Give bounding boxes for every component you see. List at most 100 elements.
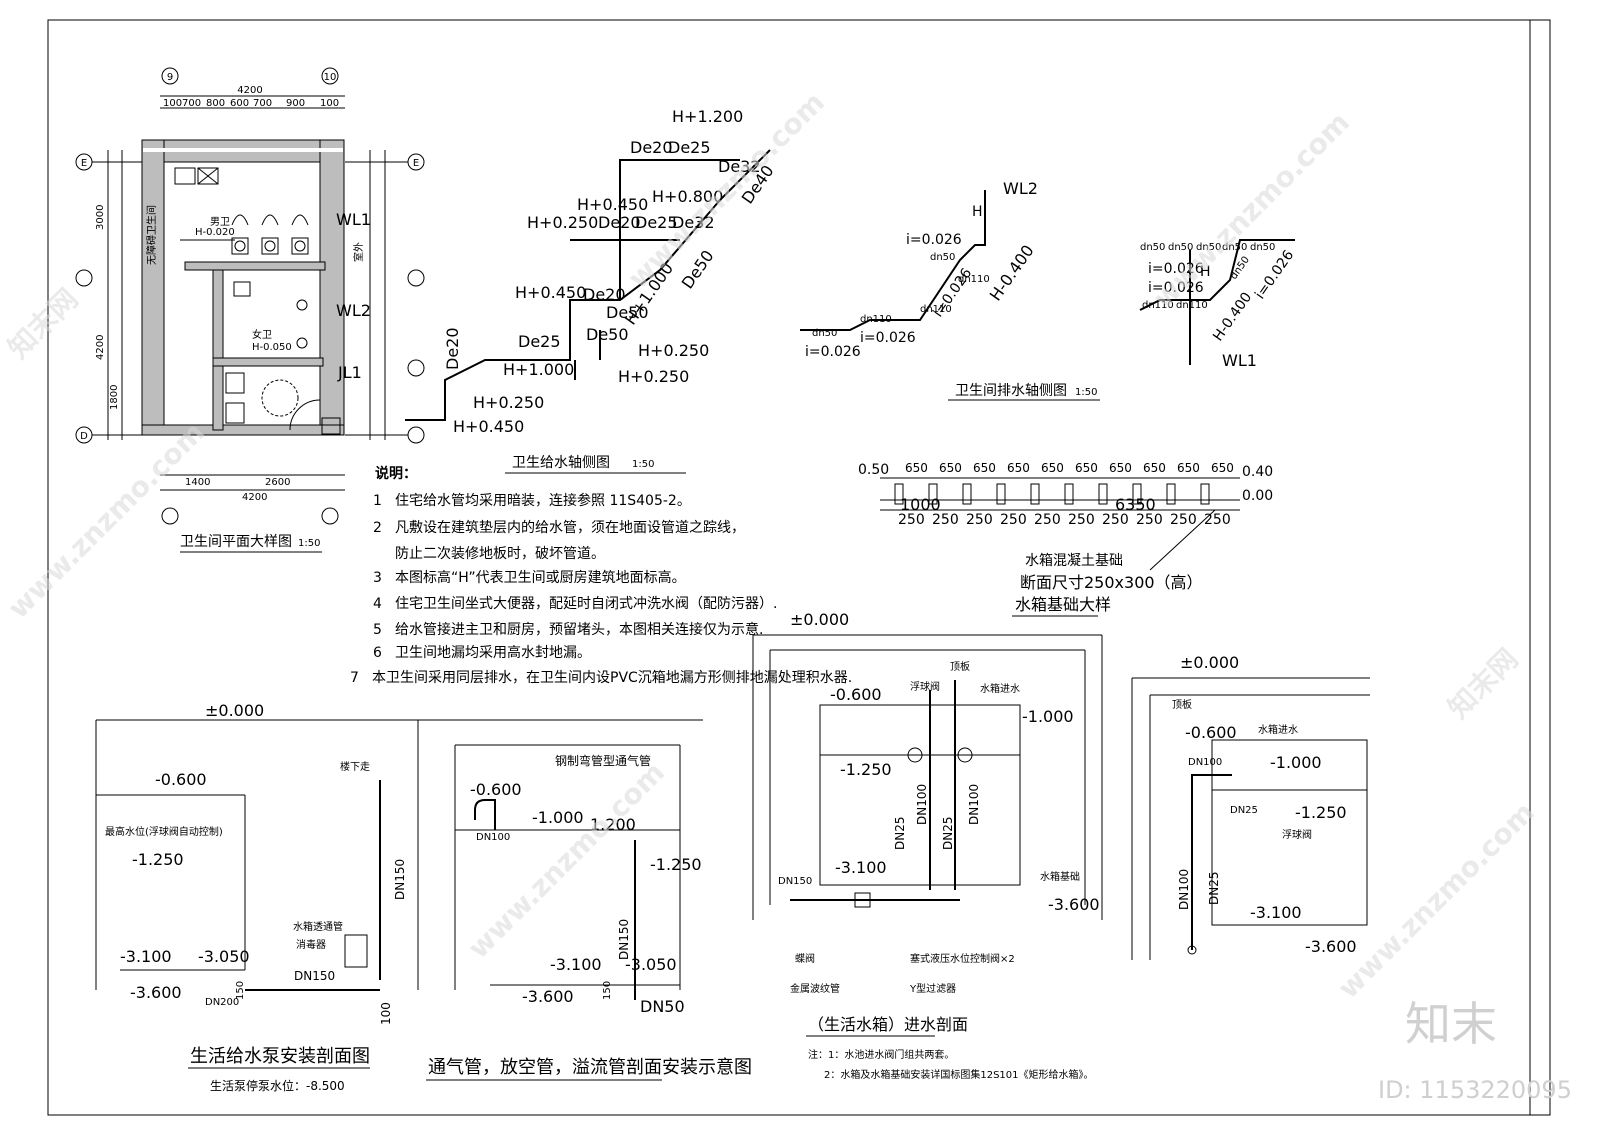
da-right-13: WL1 <box>1222 351 1257 370</box>
total-dim-bottom: 4200 <box>242 492 267 503</box>
is-label-11: DN150 <box>778 876 812 887</box>
fd-inner-1: 6350 <box>1115 495 1156 514</box>
grid-top-10: 10 <box>324 72 337 83</box>
room-label-accessible: 无障碍卫生间 <box>145 205 158 265</box>
water-axon-scale: 1:50 <box>632 459 654 470</box>
note-num-7: 7 <box>350 670 359 686</box>
ps-label-3: -1.250 <box>132 850 184 869</box>
room-label-women: 女卫 <box>252 328 272 341</box>
fd-top-6: 650 <box>1109 461 1132 475</box>
wa-label-23: H+0.450 <box>453 417 524 436</box>
vs-label-7: -3.100 <box>550 955 602 974</box>
rs-label-10: DN25 <box>1207 872 1221 906</box>
note-num-6: 6 <box>373 645 382 661</box>
is-label-1: -0.600 <box>830 685 882 704</box>
fd-bottom-3: 250 <box>1000 512 1027 528</box>
is-note-0: 注：1：水池进水阀门组共两套。 <box>808 1048 954 1061</box>
note-text-6: 卫生间地漏均采用高水封地漏。 <box>395 644 591 661</box>
dim-top-4: 700 <box>253 98 272 109</box>
wa-label-21: H+0.250 <box>618 367 689 386</box>
watermark-logo: 知末 <box>1405 997 1497 1051</box>
wa-label-17: De25 <box>518 332 561 351</box>
fd-top-0: 650 <box>905 461 928 475</box>
fd-top-7: 650 <box>1143 461 1166 475</box>
plan-title: 卫生间平面大样图 <box>180 534 292 550</box>
ps-label-0: ±0.000 <box>205 701 264 720</box>
wa-label-3: De32 <box>718 157 761 176</box>
da-right-2: dn50 <box>1196 242 1221 253</box>
da-left-9: i=0.026 <box>805 344 861 360</box>
da-right-1: dn50 <box>1168 242 1193 253</box>
da-left-6: dn110 <box>860 314 892 325</box>
wa-label-1: De20 <box>630 138 673 157</box>
da-right-8: dn110 <box>1176 300 1208 311</box>
dim-bottom-1: 2600 <box>265 477 290 488</box>
is-label-13: 水箱基础 <box>1040 870 1080 883</box>
ps-label-11: 消毒器 <box>296 938 326 951</box>
wa-label-2: De25 <box>668 138 711 157</box>
vs-label-6: DN150 <box>617 919 631 960</box>
dim-left-1: 4200 <box>95 335 106 360</box>
rs-label-11: -3.100 <box>1250 903 1302 922</box>
note-text-2: 凡敷设在建筑垫层内的给水管，须在地面设管道之踪线， <box>395 520 745 536</box>
wa-label-8: De20 <box>598 213 641 232</box>
fd-bottom-8: 250 <box>1170 512 1197 528</box>
dim-left-0: 3000 <box>95 205 106 230</box>
fd-right-dim-1: 0.00 <box>1242 488 1273 504</box>
fd-bottom-0: 250 <box>898 512 925 528</box>
rs-label-3: 水箱进水 <box>1258 723 1298 736</box>
wa-label-5: H+0.450 <box>577 195 648 214</box>
fd-bottom-7: 250 <box>1136 512 1163 528</box>
watermark-id: ID: 1153220095 <box>1378 1076 1572 1104</box>
sheet-border <box>47 19 1551 1116</box>
wa-label-18: De20 <box>443 327 462 370</box>
fd-top-5: 650 <box>1075 461 1098 475</box>
da-right-0: dn50 <box>1140 242 1165 253</box>
ps-label-6: -3.600 <box>130 983 182 1002</box>
room-label-outdoor: 室外 <box>352 242 365 262</box>
is-label-5: -1.000 <box>1022 707 1074 726</box>
note-text-5: 给水管接进主卫和厨房，预留堵头，本图相关连接仅为示意. <box>395 621 763 638</box>
wa-label-15: De50 <box>586 325 629 344</box>
dim-top-1: 700 <box>182 98 201 109</box>
note-text-1: 住宅给水管均采用暗装，连接参照 11S405-2。 <box>395 492 691 509</box>
pump-section: ±0.000 -0.600 最高水位(浮球阀自动控制) -1.250 -3.10… <box>95 701 419 1093</box>
fd-top-4: 650 <box>1041 461 1064 475</box>
grid-left-d: D <box>80 431 88 442</box>
note-text-4: 住宅卫生间坐式大便器，配延时自闭式冲洗水阀（配防污器）. <box>395 596 777 612</box>
fd-label-2: 断面尺寸250x300（高） <box>1020 573 1203 592</box>
fd-left-dim: 0.50 <box>858 462 889 478</box>
fd-bottom-5: 250 <box>1068 512 1095 528</box>
room-label-men: 男卫 <box>210 216 230 228</box>
da-left-0: WL2 <box>1003 179 1038 198</box>
fd-bottom-2: 250 <box>966 512 993 528</box>
vent-section: -0.600 钢制弯管型通气管 -1.000 1.200 DN100 -1.25… <box>418 719 752 1081</box>
vs-label-2: -1.000 <box>532 808 584 827</box>
is-label-10: DN100 <box>967 784 981 825</box>
da-left-4: dn110 <box>958 274 990 285</box>
ps-subtitle: 生活泵停泵水位：-8.500 <box>210 1078 345 1093</box>
wa-label-12: H+0.450 <box>515 283 586 302</box>
rs-label-1: 顶板 <box>1172 698 1192 711</box>
rs-label-9: DN100 <box>1177 869 1191 910</box>
tank-foundation-detail: 0.50 0.40 0.00 650 650 650 650 650 650 6… <box>858 461 1273 617</box>
total-dim-top: 4200 <box>237 85 262 96</box>
da-left-7: dn50 <box>812 328 837 339</box>
rs-label-7: -1.250 <box>1295 803 1347 822</box>
pipe-label-jl1: JL1 <box>337 363 362 382</box>
ps-title: 生活给水泵安装剖面图 <box>190 1046 370 1067</box>
notes-heading: 说明： <box>375 465 417 482</box>
dim-top-3: 600 <box>230 98 249 109</box>
rs-label-4: DN100 <box>1188 757 1222 768</box>
da-right-3: dn50 <box>1222 242 1247 253</box>
ps-label-14: 100 <box>379 1002 393 1025</box>
is-label-18: 塞式液压水位控制阀×2 <box>910 952 1015 965</box>
is-label-17: Y型过滤器 <box>909 982 956 995</box>
ps-label-5: -3.050 <box>198 947 250 966</box>
room-label-elev1: H-0.020 <box>195 227 235 238</box>
wa-label-19: H+1.000 <box>503 360 574 379</box>
dim-top-5: 900 <box>286 98 305 109</box>
vs-label-3: 1.200 <box>590 815 636 834</box>
vs-label-11: 150 <box>602 981 613 1000</box>
ps-label-2: 最高水位(浮球阀自动控制) <box>105 825 223 838</box>
